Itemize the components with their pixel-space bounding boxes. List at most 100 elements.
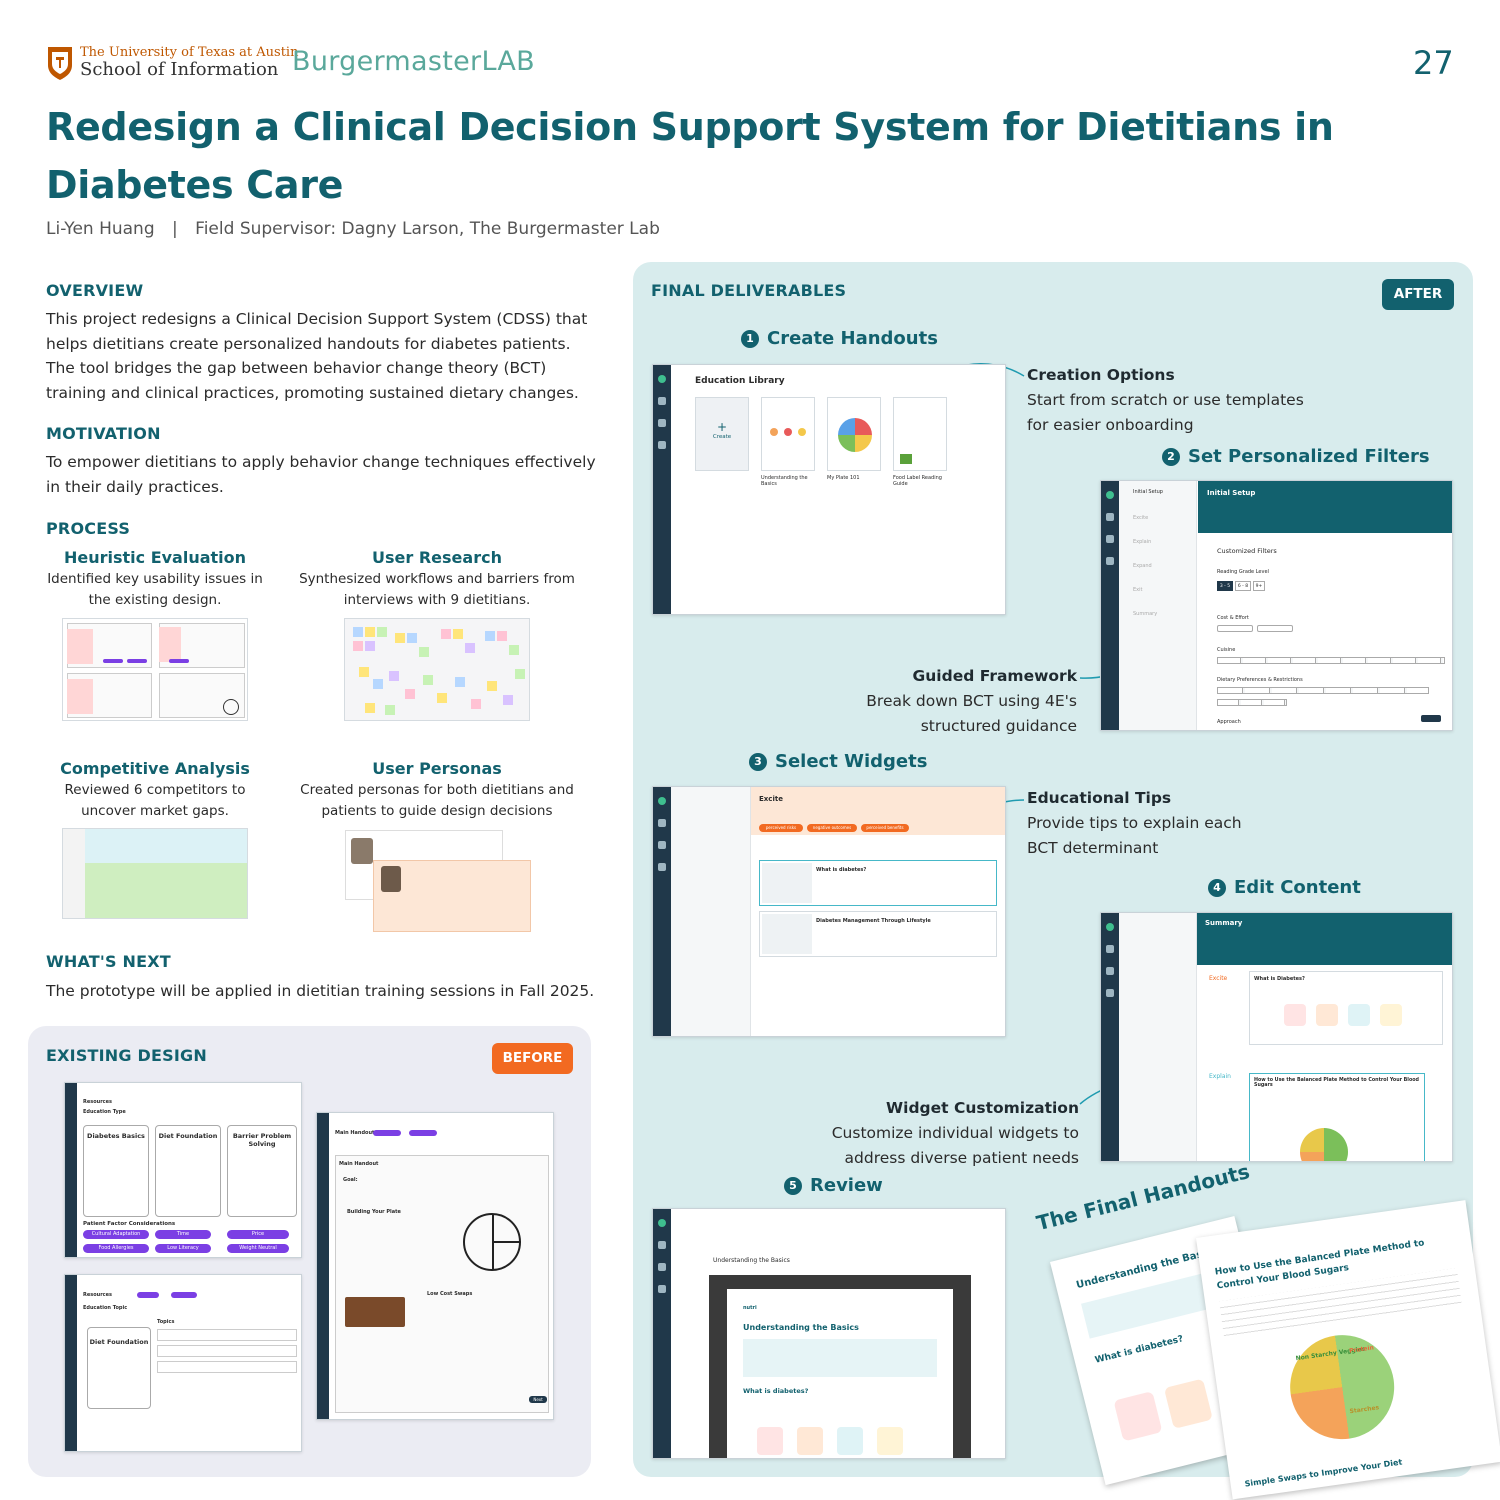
grade-label: Reading Grade Level xyxy=(1217,569,1269,575)
filters-section-title: Customized Filters xyxy=(1217,547,1277,555)
widget-card[interactable]: What is diabetes? xyxy=(759,860,997,906)
create-card[interactable]: + Create xyxy=(695,397,749,471)
step-number: 3 xyxy=(749,753,767,771)
user-research-thumbnail xyxy=(344,618,530,721)
step-label: Select Widgets xyxy=(775,751,928,772)
motivation-heading: MOTIVATION xyxy=(46,424,161,443)
motivation-line: To empower dietitians to apply behavior … xyxy=(46,453,596,471)
page-title: Redesign a Clinical Decision Support Sys… xyxy=(46,98,1334,214)
heuristic-evaluation-thumbnail xyxy=(62,618,248,721)
factor-tag[interactable]: Food Allergies xyxy=(83,1244,149,1253)
screen-label: Main Handout xyxy=(335,1130,375,1136)
process-desc-line: Reviewed 6 competitors to xyxy=(64,782,246,798)
stepper-item[interactable]: Exit xyxy=(1133,587,1143,593)
handout-footer: Simple Swaps to Improve Your Diet xyxy=(1244,1457,1403,1489)
annotation-desc: Break down BCT using 4E's structured gui… xyxy=(780,689,1077,738)
topics-label: Topics xyxy=(157,1319,175,1325)
screen-subtitle: Education Topic xyxy=(83,1305,128,1311)
process-heading: PROCESS xyxy=(46,519,131,538)
process-title: Competitive Analysis xyxy=(60,759,250,778)
factors-label: Patient Factor Considerations xyxy=(83,1221,176,1227)
lab-logo: BurgermasterLAB xyxy=(292,46,536,77)
annotation-line: Start from scratch or use templates xyxy=(1027,391,1304,409)
step-label: Review xyxy=(810,1175,883,1196)
setup-banner-title: Initial Setup xyxy=(1207,489,1256,497)
grade-option[interactable]: 3 - 5 xyxy=(1217,581,1233,591)
title-line-1: Redesign a Clinical Decision Support Sys… xyxy=(46,105,1334,149)
title-line-2: Diabetes Care xyxy=(46,163,344,207)
next-button[interactable] xyxy=(1421,715,1441,722)
widget-title: How to Use the Balanced Plate Method to … xyxy=(1254,1078,1419,1088)
template-card[interactable] xyxy=(827,397,881,471)
template-card[interactable] xyxy=(893,397,947,471)
determinant-tag[interactable]: perceived benefits xyxy=(861,824,909,832)
template-card[interactable] xyxy=(761,397,815,471)
stepper-item[interactable]: Expand xyxy=(1133,563,1152,569)
motivation-line: in their daily practices. xyxy=(46,477,224,496)
process-desc-line: Identified key usability issues in xyxy=(47,571,263,587)
before-screen-resources: Resources Education Type Diabetes Basics… xyxy=(64,1082,302,1258)
review-title: Understanding the Basics xyxy=(713,1257,790,1264)
final-deliverables-heading: FINAL DELIVERABLES xyxy=(651,281,847,300)
widget-card[interactable]: Diabetes Management Through Lifestyle xyxy=(759,911,997,957)
process-desc-line: the existing design. xyxy=(88,592,222,608)
author-name: Li-Yen Huang xyxy=(46,219,155,239)
pdf-preview: nutri Understanding the Basics What is d… xyxy=(709,1275,971,1458)
factor-tag[interactable]: Price xyxy=(227,1230,289,1239)
grade-option[interactable]: 6 - 8 xyxy=(1235,581,1251,591)
brand-logo: nutri xyxy=(743,1305,757,1311)
doc-section: What is diabetes? xyxy=(743,1387,809,1395)
section-title: Low Cost Swaps xyxy=(427,1291,473,1297)
determinant-tag[interactable]: perceived risks xyxy=(759,824,803,832)
factor-tag[interactable]: Cultural Adaptation xyxy=(83,1230,149,1239)
excite-title: Excite xyxy=(759,795,783,803)
stepper-item[interactable]: Excite xyxy=(1133,515,1149,521)
existing-design-heading: EXISTING DESIGN xyxy=(46,1046,207,1065)
byline-separator: | xyxy=(172,219,178,239)
overview-line: The tool bridges the gap between behavio… xyxy=(46,359,547,377)
stepper-item[interactable]: Explain xyxy=(1133,539,1152,545)
user-personas-thumbnail xyxy=(345,830,531,932)
competitive-analysis-thumbnail xyxy=(62,828,248,919)
create-label: Create xyxy=(712,434,732,440)
annotation-line: for easier onboarding xyxy=(1027,415,1194,434)
stepper-item[interactable]: Summary xyxy=(1133,611,1158,617)
handout-page-2: How to Use the Balanced Plate Method to … xyxy=(1196,1200,1500,1500)
annotation-line: structured guidance xyxy=(920,716,1077,735)
annotation-desc: Start from scratch or use templates for … xyxy=(1027,388,1327,437)
page-number: 27 xyxy=(1413,44,1454,82)
overview-text: This project redesigns a Clinical Decisi… xyxy=(46,307,606,405)
overview-line: helps dietitians create personalized han… xyxy=(46,334,571,353)
university-name: The University of Texas at Austin xyxy=(80,45,299,60)
grade-option[interactable]: 9+ xyxy=(1253,581,1265,591)
stepper-item[interactable]: Initial Setup xyxy=(1133,489,1163,495)
widget-card[interactable]: What is Diabetes? xyxy=(1249,971,1443,1045)
factor-tag[interactable]: Time xyxy=(155,1230,211,1239)
annotation-line: BCT determinant xyxy=(1027,838,1159,857)
before-screen-main-handout: Main Handout Main Handout Goal: Building… xyxy=(316,1112,554,1420)
determinant-tag[interactable]: negative outcomes xyxy=(807,824,857,832)
doc-title: Understanding the Basics xyxy=(743,1323,859,1332)
school-name: School of Information xyxy=(80,59,279,80)
overview-heading: OVERVIEW xyxy=(46,281,144,300)
next-button[interactable]: Next xyxy=(529,1396,547,1403)
annotation-title: Guided Framework xyxy=(912,667,1077,685)
process-title: Heuristic Evaluation xyxy=(63,548,247,567)
factor-tag[interactable]: Low Literacy xyxy=(155,1244,211,1253)
process-desc-line: Synthesized workflows and barriers from xyxy=(299,571,575,587)
widget-title: Diabetes Management Through Lifestyle xyxy=(816,918,931,924)
review-screenshot: Understanding the Basics nutri Understan… xyxy=(652,1208,1006,1459)
step-label: Edit Content xyxy=(1234,877,1361,898)
annotation-line: Customize individual widgets to xyxy=(831,1124,1079,1142)
template-label: My Plate 101 xyxy=(827,475,860,481)
section-title: Building Your Plate xyxy=(347,1209,401,1215)
ut-logo xyxy=(46,45,74,81)
step-number: 5 xyxy=(784,1177,802,1195)
plate-graphic xyxy=(1283,1328,1401,1446)
factor-tag[interactable]: Weight Neutral xyxy=(227,1244,289,1253)
card-title: Barrier Problem Solving xyxy=(232,1132,292,1148)
widget-card[interactable]: How to Use the Balanced Plate Method to … xyxy=(1249,1073,1425,1161)
whats-next-heading: WHAT'S NEXT xyxy=(46,952,171,971)
template-label: Understanding the Basics xyxy=(761,475,808,487)
process-desc-line: Created personas for both dietitians and xyxy=(300,782,574,798)
